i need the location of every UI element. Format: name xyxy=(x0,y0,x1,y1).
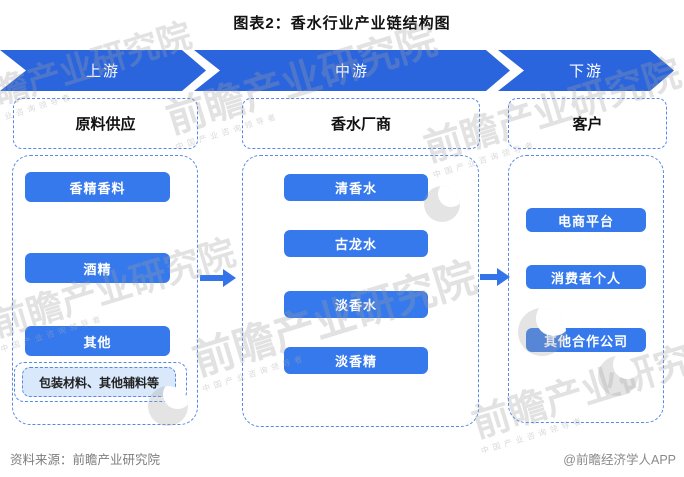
item-others: 其他 xyxy=(25,326,170,356)
column-container-manufacturers xyxy=(242,155,479,427)
item-ecommerce-platform: 电商平台 xyxy=(526,208,646,232)
arrow-head-icon xyxy=(223,269,236,287)
chart-title: 图表2：香水行业产业链结构图 xyxy=(233,15,451,32)
column-header-raw-materials: 原料供应 xyxy=(13,98,198,149)
source-note: 资料来源：前瞻产业研究院 xyxy=(10,453,161,467)
item-alcohol: 酒精 xyxy=(25,253,170,283)
item-eau-de-toilette: 淡香水 xyxy=(284,291,428,318)
flow-arrow-upstream-to-midstream xyxy=(200,269,236,287)
credit-note: @前瞻经济学人APP xyxy=(563,453,676,467)
item-partner-companies: 其他合作公司 xyxy=(526,328,646,352)
stage-label-midstream: 中游 xyxy=(334,63,369,80)
arrow-head-icon xyxy=(497,268,510,286)
stage-banner-downstream: 下游 xyxy=(498,50,674,91)
column-header-manufacturers: 香水厂商 xyxy=(242,98,480,149)
sub-item-packaging: 包装材料、其他辅料等 xyxy=(22,367,176,397)
stage-label-upstream: 上游 xyxy=(85,63,120,80)
item-cologne: 古龙水 xyxy=(284,230,428,257)
stage-banner-midstream: 中游 xyxy=(194,50,510,91)
arrow-shaft xyxy=(200,275,223,281)
column-header-customers: 客户 xyxy=(508,98,667,149)
sub-item-outline xyxy=(14,362,187,402)
item-individual-consumers: 消费者个人 xyxy=(526,265,646,289)
stage-banner-upstream: 上游 xyxy=(0,50,206,91)
flow-arrow-midstream-to-downstream xyxy=(480,268,510,286)
column-container-customers xyxy=(508,155,664,423)
column-container-raw-materials xyxy=(12,155,198,425)
item-eau-fraiche: 清香水 xyxy=(284,174,428,201)
stage-label-downstream: 下游 xyxy=(568,63,603,80)
item-eau-de-parfum: 淡香精 xyxy=(284,347,428,374)
arrow-shaft xyxy=(480,274,497,280)
item-fragrance-materials: 香精香料 xyxy=(25,172,170,202)
